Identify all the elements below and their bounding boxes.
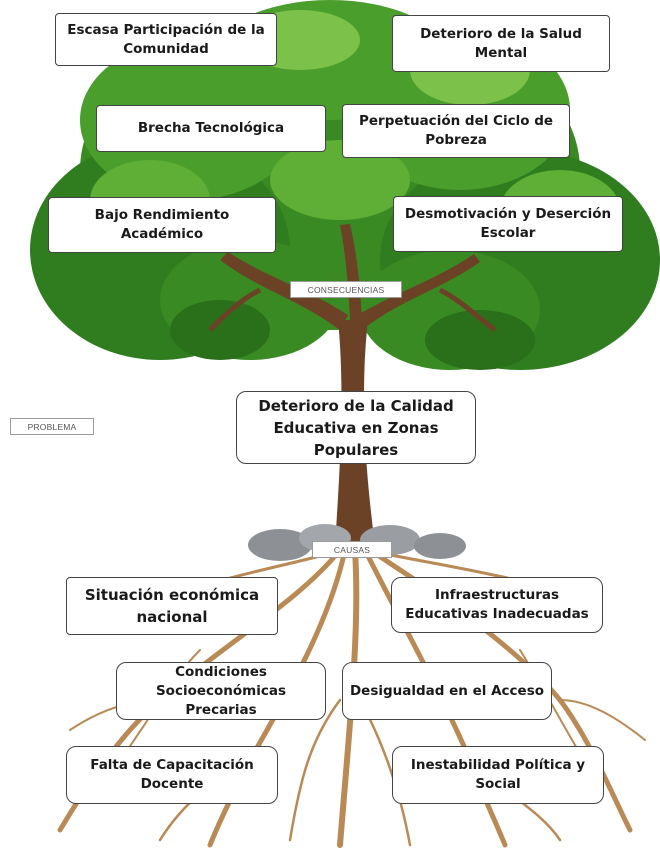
- cause-box: Falta de Capacitación Docente: [66, 746, 278, 804]
- cause-text: Desigualdad en el Acceso: [349, 682, 545, 699]
- cause-text: Inestabilidad Política y Social: [410, 757, 586, 792]
- consequence-box: Escasa Participación de la Comunidad: [55, 13, 277, 66]
- consequence-box: Brecha Tecnológica: [96, 105, 326, 152]
- cause-box: Situación económica nacional: [66, 577, 278, 635]
- cause-text: Condiciones Socioeconómicas Precarias: [155, 663, 287, 718]
- consequence-text: Deterioro de la Salud Mental: [420, 25, 582, 61]
- cause-text: Falta de Capacitación Docente: [90, 757, 254, 792]
- problem-box: Deterioro de la Calidad Educativa en Zon…: [236, 391, 476, 464]
- cause-box: Inestabilidad Política y Social: [392, 746, 604, 804]
- tree-trunk: [208, 224, 497, 545]
- causes-tag-label: CAUSAS: [333, 544, 371, 555]
- consequence-text: Bajo Rendimiento Académico: [94, 207, 230, 242]
- consequence-box: Deterioro de la Salud Mental: [392, 15, 610, 72]
- cause-box: Condiciones Socioeconómicas Precarias: [116, 662, 326, 720]
- cause-box: Infraestructuras Educativas Inadecuadas: [391, 577, 603, 633]
- causes-tag: CAUSAS: [312, 541, 392, 558]
- consequence-text: Brecha Tecnológica: [137, 120, 285, 136]
- problem-tag: PROBLEMA: [10, 418, 94, 435]
- problem-text: Deterioro de la Calidad Educativa en Zon…: [258, 396, 454, 459]
- problem-tag-label: PROBLEMA: [27, 421, 77, 432]
- cause-text: Infraestructuras Educativas Inadecuadas: [405, 587, 589, 622]
- consequence-box: Bajo Rendimiento Académico: [48, 197, 276, 253]
- consequence-box: Desmotivación y Deserción Escolar: [393, 196, 623, 252]
- consequences-tag-label: CONSECUENCIAS: [307, 284, 385, 295]
- cause-box: Desigualdad en el Acceso: [342, 662, 552, 720]
- consequence-text: Escasa Participación de la Comunidad: [67, 21, 265, 57]
- consequences-tag: CONSECUENCIAS: [290, 281, 402, 298]
- consequence-box: Perpetuación del Ciclo de Pobreza: [342, 104, 570, 158]
- cause-text: Situación económica nacional: [84, 586, 260, 626]
- consequence-text: Perpetuación del Ciclo de Pobreza: [358, 113, 554, 148]
- consequence-text: Desmotivación y Deserción Escolar: [404, 206, 612, 241]
